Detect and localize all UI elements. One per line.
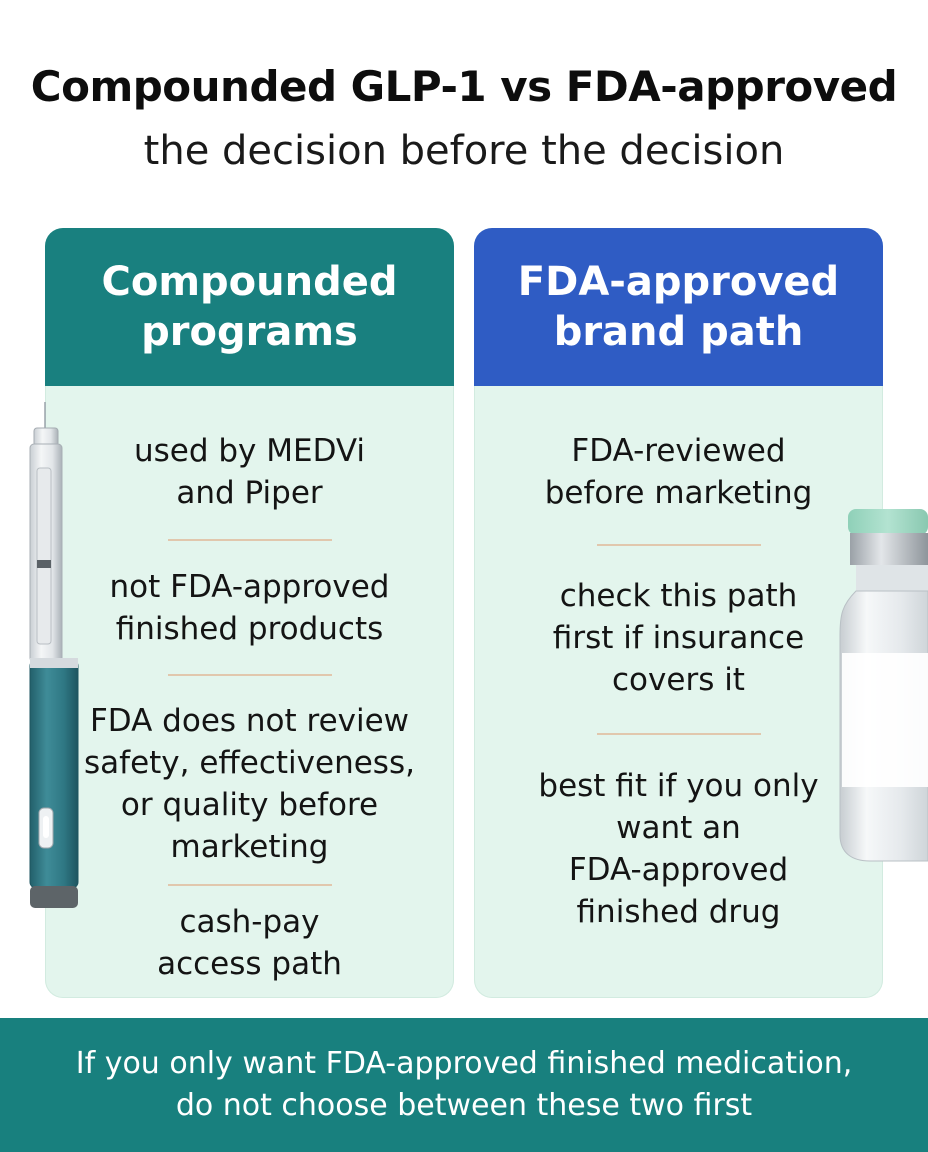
list-item: best fit if you only want an FDA-approve… <box>474 765 883 933</box>
fda-approved-card: FDA-approved brand path FDA-reviewed bef… <box>474 228 883 998</box>
item-line: used by MEDVi <box>133 433 366 469</box>
item-line: FDA does not review <box>89 703 410 739</box>
item-line: not FDA-approved <box>109 569 390 605</box>
item-line: safety, effectiveness, <box>84 745 415 781</box>
list-item: check this path first if insurance cover… <box>474 575 883 701</box>
banner-line: do not choose between these two first <box>175 1088 753 1123</box>
page-subtitle: the decision before the decision <box>143 128 785 174</box>
compounded-programs-header: Compounded programs <box>45 228 454 386</box>
item-line: cash-pay <box>179 904 320 940</box>
item-line: want an <box>616 810 741 846</box>
item-line: access path <box>157 946 342 982</box>
bottom-banner: If you only want FDA-approved finished m… <box>0 1018 928 1152</box>
medicine-vial-icon <box>839 509 928 862</box>
divider <box>596 733 761 735</box>
list-item: not FDA-approved finished products <box>45 566 454 650</box>
item-line: check this path <box>559 578 798 614</box>
compounded-programs-card: Compounded programs used by MEDVi and Pi… <box>45 228 454 998</box>
item-line: covers it <box>612 662 745 698</box>
header-line: programs <box>141 309 358 355</box>
item-line: finished products <box>115 611 384 647</box>
list-item: used by MEDVi and Piper <box>45 430 454 514</box>
item-line: best fit if you only <box>538 768 819 804</box>
fda-approved-list: FDA-reviewed before marketing check this… <box>474 386 883 998</box>
list-item: cash-pay access path <box>45 901 454 985</box>
list-item: FDA-reviewed before marketing <box>474 430 883 514</box>
divider <box>596 544 761 546</box>
item-line: FDA-approved <box>568 852 789 888</box>
item-line: finished drug <box>576 894 781 930</box>
header-line: Compounded <box>101 259 398 305</box>
header-line: FDA-approved <box>517 259 840 305</box>
injection-pen-icon <box>29 402 79 908</box>
divider <box>167 539 332 541</box>
divider <box>167 674 332 676</box>
banner-line: If you only want FDA-approved finished m… <box>75 1046 853 1081</box>
item-line: before marketing <box>544 475 813 511</box>
page-title: Compounded GLP-1 vs FDA-approved <box>30 62 898 111</box>
header-line: brand path <box>553 309 804 355</box>
item-line: marketing <box>170 829 329 865</box>
item-line: first if insurance <box>552 620 805 656</box>
item-line: and Piper <box>176 475 323 511</box>
fda-approved-header: FDA-approved brand path <box>474 228 883 386</box>
compounded-programs-list: used by MEDVi and Piper not FDA-approved… <box>45 386 454 998</box>
divider <box>167 884 332 886</box>
item-line: FDA-reviewed <box>571 433 786 469</box>
item-line: or quality before <box>120 787 379 823</box>
list-item: FDA does not review safety, effectivenes… <box>45 700 454 868</box>
